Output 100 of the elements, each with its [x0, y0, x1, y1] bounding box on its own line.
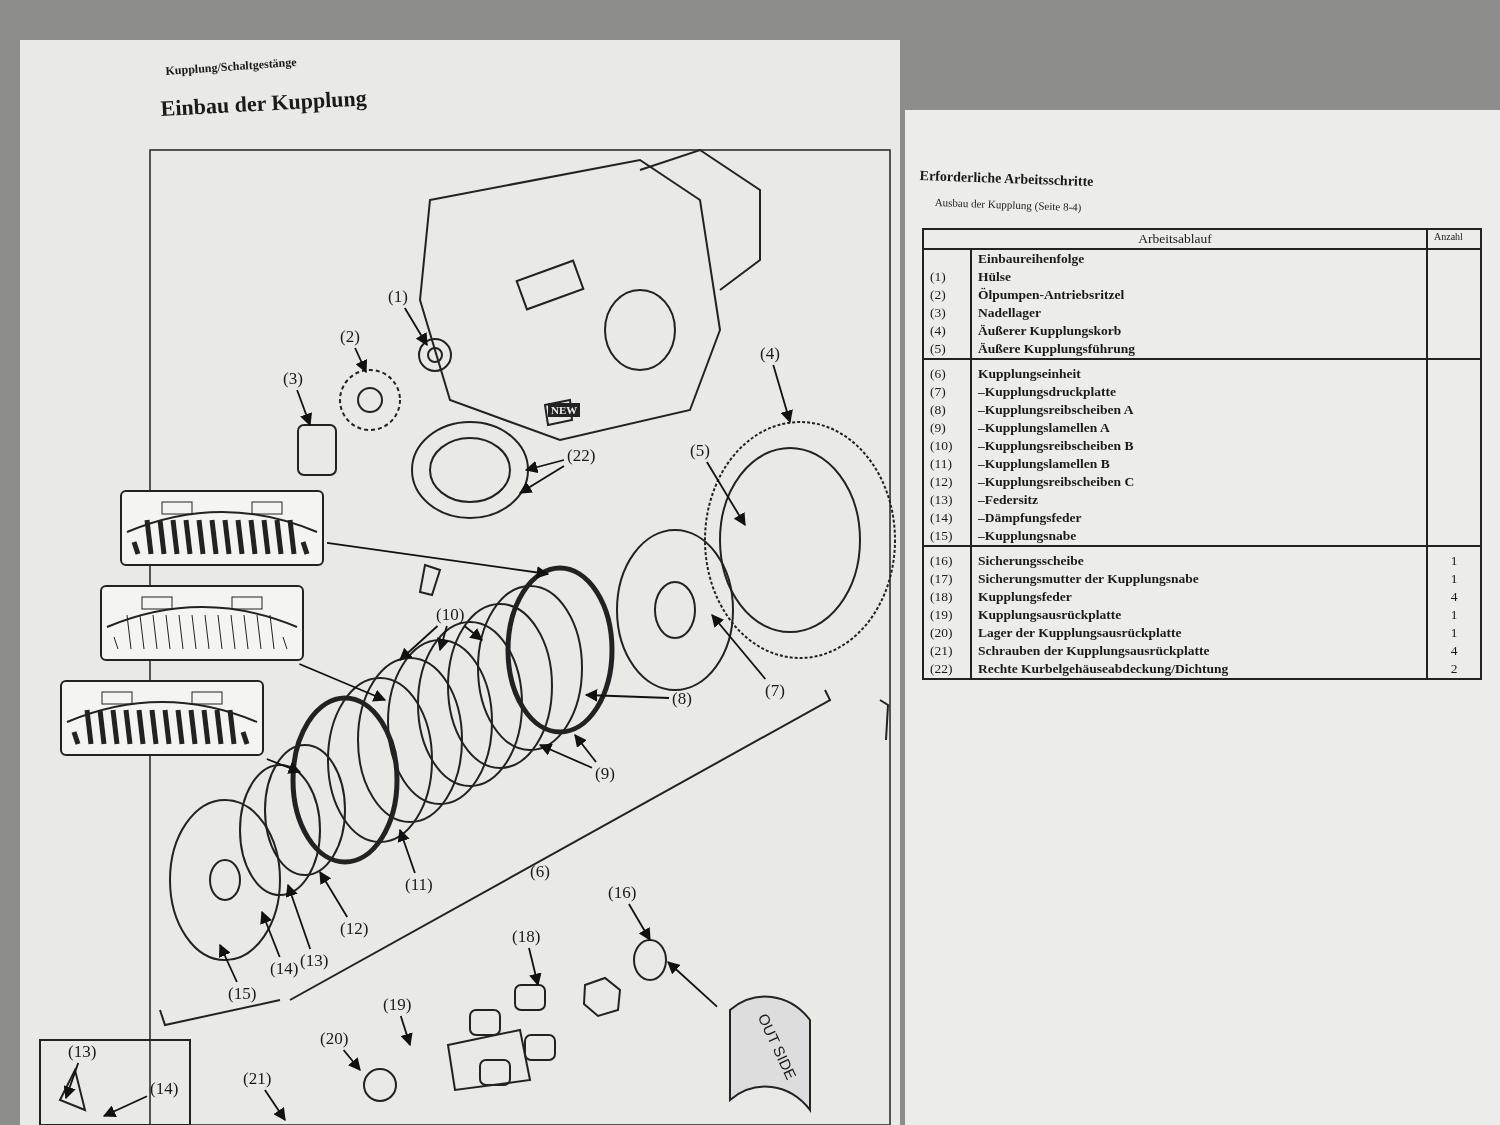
- table-cell: –Federsitz: [971, 491, 1427, 509]
- arrow: [397, 828, 416, 874]
- table-cell: (7): [923, 383, 971, 401]
- table-cell: Hülse: [971, 268, 1427, 286]
- friction-disc-drawing: [60, 680, 264, 756]
- callout-number: (6): [530, 862, 550, 882]
- table-cell: 4: [1427, 642, 1481, 660]
- arrow: [628, 903, 651, 942]
- arrow: [399, 625, 439, 661]
- table-cell: Sicherungsscheibe: [971, 546, 1427, 570]
- table-cell: (3): [923, 304, 971, 322]
- arrow: [437, 625, 450, 652]
- arrow: [711, 614, 767, 680]
- section-heading: Erforderliche Arbeitsschritte: [919, 168, 1094, 191]
- callout-number: (2): [340, 328, 360, 345]
- callout-number: (16): [608, 884, 637, 901]
- table-cell: (14): [923, 509, 971, 527]
- callout-number: (13): [300, 952, 329, 969]
- table-cell: –Kupplungsnabe: [971, 527, 1427, 546]
- callout-number: (8): [672, 690, 692, 707]
- callout-number: (5): [690, 442, 710, 459]
- arrow: [63, 1062, 80, 1100]
- callout-number: (20): [320, 1030, 349, 1047]
- arrow: [584, 689, 670, 702]
- callout-number: (22): [567, 447, 596, 464]
- table-cell: (2): [923, 286, 971, 304]
- arrow: [399, 1015, 413, 1047]
- table-cell: (22): [923, 660, 971, 679]
- washer-marking: OUT SIDE: [754, 1010, 800, 1083]
- arrow: [524, 459, 565, 474]
- table-cell: Nadellager: [971, 304, 1427, 322]
- table-cell: (11): [923, 455, 971, 473]
- table-cell: (1): [923, 268, 971, 286]
- friction-disc-drawing: [120, 490, 324, 566]
- arrow: [102, 1095, 148, 1117]
- table-cell: 1: [1427, 570, 1481, 588]
- arrow: [298, 663, 387, 702]
- table-cell: Äußere Kupplungsführung: [971, 340, 1427, 359]
- table-cell: Sicherungsmutter der Kupplungsnabe: [971, 570, 1427, 588]
- arrow: [528, 947, 542, 987]
- arrow: [326, 541, 550, 579]
- table-cell: (4): [923, 322, 971, 340]
- table-cell: (15): [923, 527, 971, 546]
- table-cell: (21): [923, 642, 971, 660]
- table-cell: 1: [1427, 606, 1481, 624]
- table-cell: 1: [1427, 624, 1481, 642]
- arrow: [403, 307, 428, 347]
- callout-number: (18): [512, 928, 541, 945]
- arrow: [354, 347, 368, 374]
- callout-number: (14): [270, 960, 299, 977]
- table-cell: (9): [923, 419, 971, 437]
- callout-number: (10): [436, 606, 465, 623]
- arrow: [574, 734, 597, 763]
- table-cell: (13): [923, 491, 971, 509]
- table-cell: 4: [1427, 588, 1481, 606]
- table-cell: Kupplungsausrückplatte: [971, 606, 1427, 624]
- arrow: [342, 1049, 361, 1071]
- table-cell: (18): [923, 588, 971, 606]
- table-cell: Einbaureihenfolge: [971, 249, 1427, 268]
- table-cell: 2: [1427, 660, 1481, 679]
- table-cell: (5): [923, 340, 971, 359]
- arrow: [667, 961, 718, 1008]
- callout-number: (15): [228, 985, 257, 1002]
- callout-number: (3): [283, 370, 303, 387]
- page-title: Einbau der Kupplung: [160, 85, 368, 122]
- table-cell: Kupplungseinheit: [971, 359, 1427, 383]
- arrow: [518, 465, 565, 494]
- table-cell: (19): [923, 606, 971, 624]
- table-header: Arbeitsablauf: [923, 229, 1427, 249]
- bullet-item: Ausbau der Kupplung (Seite 8-4): [934, 196, 1082, 214]
- arrow: [463, 625, 483, 641]
- table-cell: (10): [923, 437, 971, 455]
- arrow: [219, 943, 238, 983]
- arrow: [538, 743, 593, 769]
- table-cell: –Kupplungsreibscheiben B: [971, 437, 1427, 455]
- arrow: [772, 364, 793, 424]
- table-cell: –Kupplungsreibscheiben C: [971, 473, 1427, 491]
- callout-number: (1): [388, 288, 408, 305]
- table-cell: (12): [923, 473, 971, 491]
- table-cell: Schrauben der Kupplungsausrückplatte: [971, 642, 1427, 660]
- table-cell: Kupplungsfeder: [971, 588, 1427, 606]
- arrow: [285, 883, 312, 950]
- new-mark: NEW: [548, 403, 581, 417]
- table-cell: Rechte Kurbelgehäuseabdeckung/Dichtung: [971, 660, 1427, 679]
- callout-number: (19): [383, 996, 412, 1013]
- table-cell: –Kupplungslamellen A: [971, 419, 1427, 437]
- table-cell: (20): [923, 624, 971, 642]
- table-cell: –Dämpfungsfeder: [971, 509, 1427, 527]
- table-header: Anzahl: [1427, 229, 1481, 249]
- table-cell: Lager der Kupplungsausrückplatte: [971, 624, 1427, 642]
- arrow: [260, 910, 281, 958]
- table-cell: Äußerer Kupplungskorb: [971, 322, 1427, 340]
- table-cell: Ölpumpen-Antriebsritzel: [971, 286, 1427, 304]
- callout-number: (13): [68, 1043, 97, 1060]
- callout-number: (11): [405, 876, 433, 893]
- table-cell: –Kupplungsreibscheiben A: [971, 401, 1427, 419]
- table-cell: –Kupplungslamellen B: [971, 455, 1427, 473]
- table-cell: (17): [923, 570, 971, 588]
- callout-number: (9): [595, 765, 615, 782]
- arrow: [296, 389, 312, 427]
